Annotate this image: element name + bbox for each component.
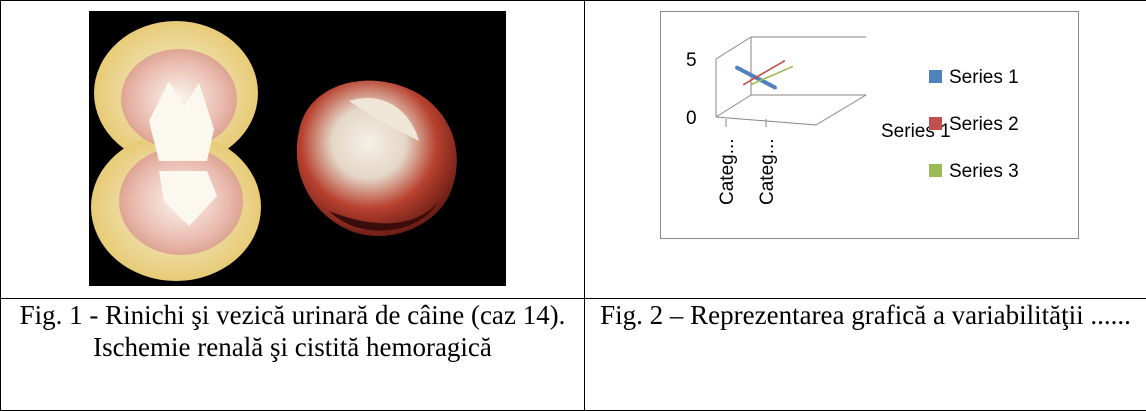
chart-data-point [791, 65, 793, 68]
chart-y-tick-label: 0 [686, 108, 697, 129]
chart-legend-swatch [929, 117, 942, 130]
chart-series-line [743, 60, 785, 86]
chart-data-point [783, 60, 785, 63]
chart-data-point [775, 87, 777, 89]
chart-legend-label: Series 2 [949, 114, 1019, 135]
figure-2-caption: Fig. 2 – Reprezentarea grafică a variabi… [584, 298, 1146, 411]
chart-series-line [751, 66, 793, 85]
kidney-bladder-photo [89, 11, 506, 286]
figure-1-caption: Fig. 1 - Rinichi şi vezică urinară de câ… [0, 298, 585, 411]
chart-legend-swatch [929, 70, 942, 83]
chart-floor-left [715, 94, 752, 118]
chart-floor-right [815, 94, 867, 126]
chart-legend-label: Series 3 [949, 161, 1019, 182]
chart-data-point [751, 83, 753, 86]
chart-top-edge [715, 36, 752, 60]
figure-1-image-cell [0, 0, 585, 299]
chart-x-tick-label: Categ... [717, 138, 738, 205]
chart-x-tick-label: Categ... [757, 138, 778, 205]
chart-data-point [735, 66, 737, 69]
chart-data-point [743, 83, 745, 86]
chart-y-tick-label: 5 [686, 50, 697, 71]
chart-legend-swatch [929, 164, 942, 177]
chart-legend-label: Series 1 [949, 67, 1019, 88]
